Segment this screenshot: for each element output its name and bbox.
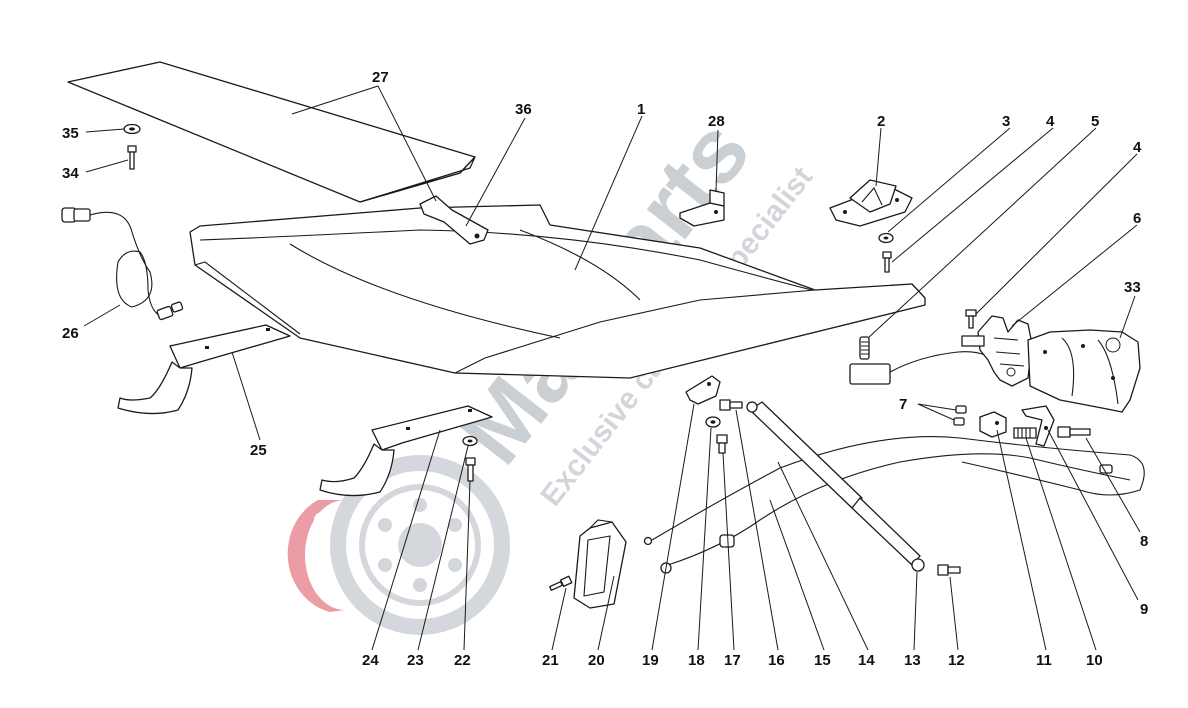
part-28-bracket bbox=[679, 189, 725, 227]
callout-19: 19 bbox=[642, 652, 659, 669]
part-12-screw bbox=[937, 564, 961, 576]
callout-33: 33 bbox=[1124, 279, 1141, 296]
callout-4-upper: 4 bbox=[1046, 113, 1055, 130]
part-1-engine-lid bbox=[189, 204, 926, 379]
part-3-washer bbox=[878, 232, 894, 244]
part-4-screw-upper bbox=[882, 251, 892, 273]
callout-34: 34 bbox=[62, 165, 79, 182]
callout-4-lower: 4 bbox=[1133, 139, 1142, 156]
callout-9: 9 bbox=[1140, 601, 1148, 618]
part-10-spring bbox=[1013, 427, 1037, 439]
part-7-clip-lower bbox=[953, 417, 965, 426]
part-18-washer bbox=[705, 416, 721, 428]
callout-11: 11 bbox=[1036, 652, 1052, 669]
callout-16: 16 bbox=[768, 652, 785, 669]
callout-7: 7 bbox=[899, 396, 907, 413]
part-26-cable bbox=[61, 207, 184, 321]
callout-18: 18 bbox=[688, 652, 705, 669]
callout-3: 3 bbox=[1002, 113, 1010, 130]
callout-17: 17 bbox=[724, 652, 741, 669]
part-21-screw bbox=[549, 575, 573, 591]
callout-20: 20 bbox=[588, 652, 605, 669]
part-23-washer bbox=[462, 435, 478, 447]
part-15-cable bbox=[660, 453, 1131, 574]
callout-23: 23 bbox=[407, 652, 424, 669]
callout-25: 25 bbox=[250, 442, 267, 459]
part-35-washer bbox=[123, 123, 141, 135]
callout-10: 10 bbox=[1086, 652, 1103, 669]
callout-36: 36 bbox=[515, 101, 532, 118]
callout-2: 2 bbox=[877, 113, 885, 130]
callout-26: 26 bbox=[62, 325, 79, 342]
part-4-screw-lower bbox=[965, 309, 977, 329]
callout-28: 28 bbox=[708, 113, 725, 130]
callout-12: 12 bbox=[948, 652, 965, 669]
callout-35: 35 bbox=[62, 125, 79, 142]
part-22-screw bbox=[465, 457, 476, 482]
part-2-striker-plate bbox=[829, 179, 913, 227]
callout-15: 15 bbox=[814, 652, 831, 669]
part-13-gas-strut bbox=[746, 401, 925, 572]
callout-labels: 1 2 3 4 5 4 6 33 7 8 9 10 11 12 13 14 15… bbox=[62, 69, 1148, 669]
part-19-bracket bbox=[685, 375, 721, 405]
callout-1: 1 bbox=[637, 101, 645, 118]
part-34-screw bbox=[127, 145, 137, 170]
callout-13: 13 bbox=[904, 652, 921, 669]
part-33-mounting-plate bbox=[1027, 329, 1141, 413]
leader-lines bbox=[83, 85, 1141, 651]
callout-22: 22 bbox=[454, 652, 471, 669]
part-17-screw bbox=[716, 434, 728, 454]
callout-14: 14 bbox=[858, 652, 875, 669]
part-9-cable-bracket bbox=[1021, 405, 1055, 447]
part-25-support-bracket bbox=[117, 324, 291, 415]
callout-27: 27 bbox=[372, 69, 389, 86]
part-16-bolt bbox=[719, 399, 743, 411]
callout-21: 21 bbox=[542, 652, 559, 669]
watermark-logo bbox=[287, 455, 510, 635]
callout-8: 8 bbox=[1140, 533, 1148, 550]
part-11-cable-block bbox=[979, 411, 1007, 438]
callout-24: 24 bbox=[362, 652, 379, 669]
part-20-release-handle bbox=[573, 519, 627, 609]
callout-5: 5 bbox=[1091, 113, 1099, 130]
part-7-clip-upper bbox=[955, 405, 967, 414]
part-36-hinge-bracket bbox=[419, 195, 489, 245]
callout-6: 6 bbox=[1133, 210, 1141, 227]
part-24-support-bracket bbox=[319, 405, 493, 497]
